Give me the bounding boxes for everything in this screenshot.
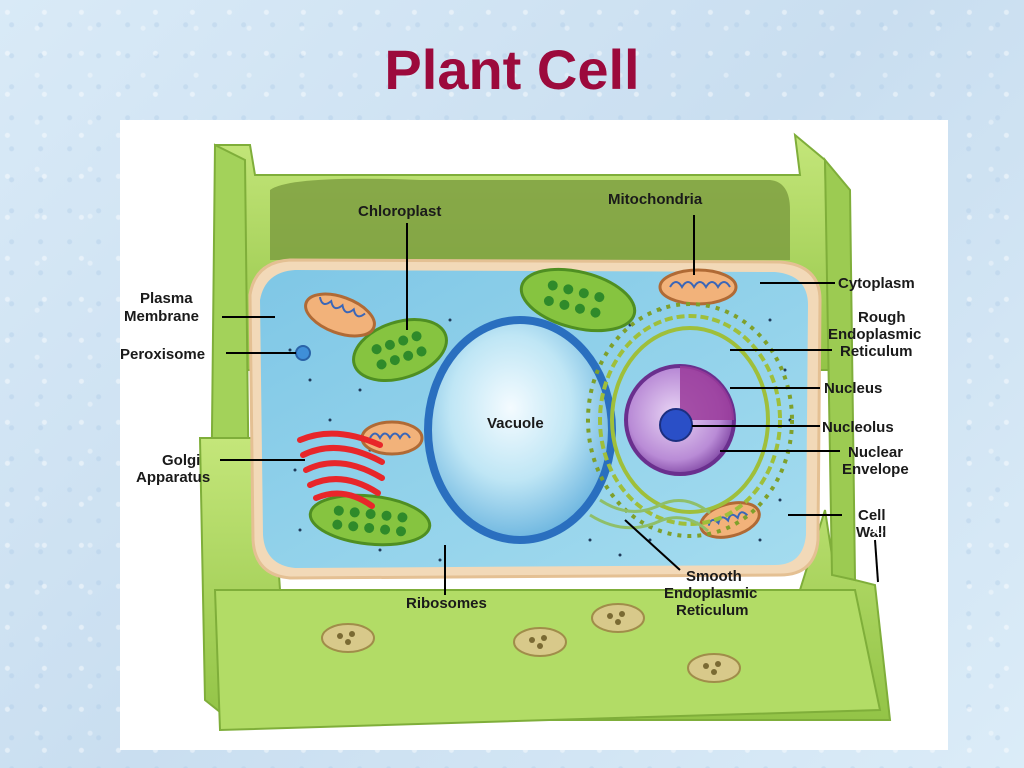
label-smooth-er-3: Reticulum	[676, 602, 749, 619]
label-cytoplasm: Cytoplasm	[838, 275, 915, 292]
label-golgi-2: Apparatus	[136, 469, 210, 486]
label-cell-wall-1: Cell	[858, 507, 886, 524]
peroxisome	[295, 345, 311, 361]
label-nuclear-envelope-1: Nuclear	[848, 444, 903, 461]
label-ribosomes: Ribosomes	[406, 595, 487, 612]
label-plasma-membrane-1: Plasma	[140, 290, 193, 307]
plant-cell-diagram: Chloroplast Mitochondria Cytoplasm Plasm…	[120, 120, 948, 750]
nucleus	[624, 364, 736, 476]
label-nucleus: Nucleus	[824, 380, 882, 397]
label-smooth-er-1: Smooth	[686, 568, 742, 585]
label-rough-er-3: Reticulum	[840, 343, 913, 360]
label-rough-er-2: Endoplasmic	[828, 326, 921, 343]
label-peroxisome: Peroxisome	[120, 346, 205, 363]
nucleolus	[659, 408, 693, 442]
chloroplasts	[308, 267, 637, 547]
golgi-apparatus	[297, 430, 385, 509]
leader-lines	[220, 215, 879, 595]
label-plasma-membrane-2: Membrane	[124, 308, 199, 325]
plasmodesmata	[321, 603, 741, 683]
label-chloroplast: Chloroplast	[358, 203, 441, 220]
smooth-er	[589, 498, 711, 533]
label-smooth-er-2: Endoplasmic	[664, 585, 757, 602]
label-mitochondria: Mitochondria	[608, 191, 703, 208]
label-vacuole: Vacuole	[487, 415, 544, 432]
slide-title: Plant Cell	[384, 38, 640, 101]
label-nuclear-envelope-2: Envelope	[842, 461, 909, 478]
label-nucleolus: Nucleolus	[822, 419, 894, 436]
label-rough-er-1: Rough	[858, 309, 905, 326]
label-cell-wall-2: Wall	[856, 524, 886, 541]
rough-er	[586, 302, 794, 538]
label-golgi-1: Golgi	[162, 452, 200, 469]
label-cell-wall-overlay: Cell wall	[872, 519, 948, 538]
